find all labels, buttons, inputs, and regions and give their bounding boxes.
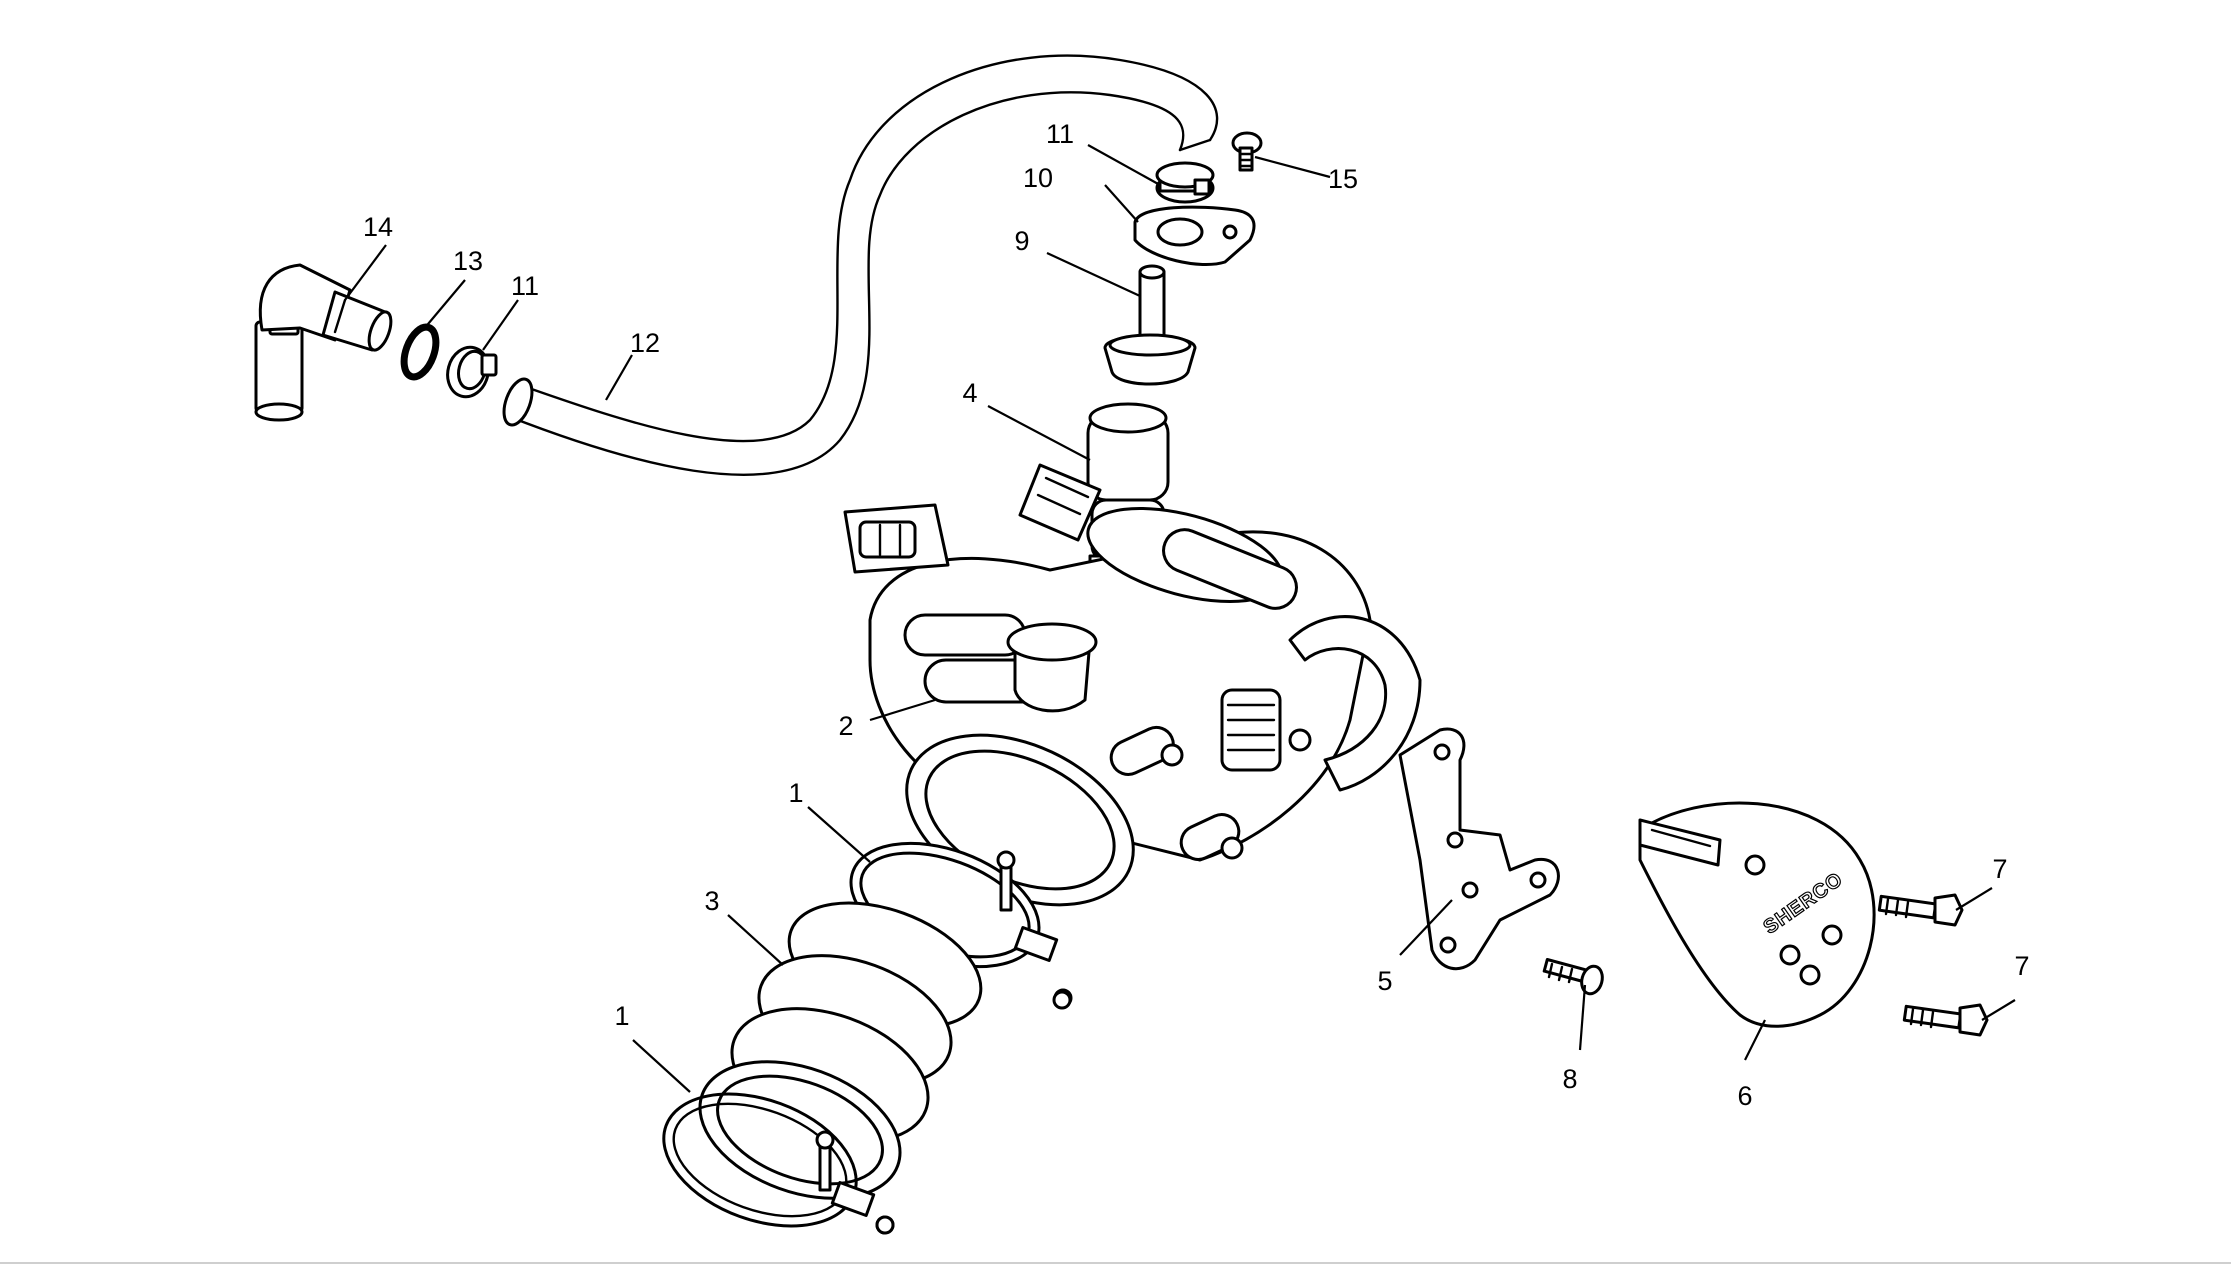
part-15-screw: [1231, 131, 1263, 172]
part-6-cover: SHERCO: [1638, 801, 1876, 1028]
part-3-intake-boot: [698, 901, 983, 1200]
part-10-gasket-plate: [1133, 205, 1256, 266]
part-14-elbow-fitting: [254, 263, 393, 422]
callout-7-upper: 7: [1992, 854, 2007, 884]
callout-6: 6: [1737, 1081, 1752, 1111]
callout-11-left: 11: [511, 271, 539, 301]
callout-3: 3: [704, 886, 719, 916]
clamp-nut-lower: [875, 1215, 895, 1235]
callout-13: 13: [453, 246, 483, 276]
part-12-hose: [502, 54, 1219, 476]
callout-11-top: 11: [1046, 119, 1074, 149]
clamp-nut-upper: [1052, 990, 1072, 1010]
leader-lines: [344, 144, 2016, 1093]
callout-labels: 14 13 11 12 11 10 9 15 4 2 1 3 1 5 8 6 7…: [363, 119, 2030, 1111]
part-11-hose-clamp-top: [1155, 161, 1215, 204]
callout-12: 12: [630, 328, 660, 358]
callout-8: 8: [1562, 1064, 1577, 1094]
part-11-hose-clamp-left: [446, 345, 498, 399]
part-7-bolt-upper: [1877, 893, 1964, 927]
callout-14: 14: [363, 212, 393, 242]
callout-1-lower: 1: [614, 1001, 629, 1031]
part-13-o-ring: [400, 323, 440, 381]
part-9-nozzle: [1103, 264, 1197, 386]
callout-5: 5: [1377, 966, 1392, 996]
callout-4: 4: [962, 378, 977, 408]
part-7-bolt-lower: [1902, 1003, 1989, 1037]
callout-7-lower: 7: [2014, 951, 2029, 981]
callout-10: 10: [1023, 163, 1053, 193]
part-1-clamp-lower: [662, 1092, 895, 1235]
bottom-divider: [0, 1262, 2231, 1264]
callout-9: 9: [1014, 226, 1029, 256]
callout-15: 15: [1328, 164, 1358, 194]
part-5-bracket: [1398, 727, 1560, 971]
callout-1-upper: 1: [788, 778, 803, 808]
part-8-screw: [1542, 958, 1604, 996]
callout-2: 2: [838, 711, 853, 741]
